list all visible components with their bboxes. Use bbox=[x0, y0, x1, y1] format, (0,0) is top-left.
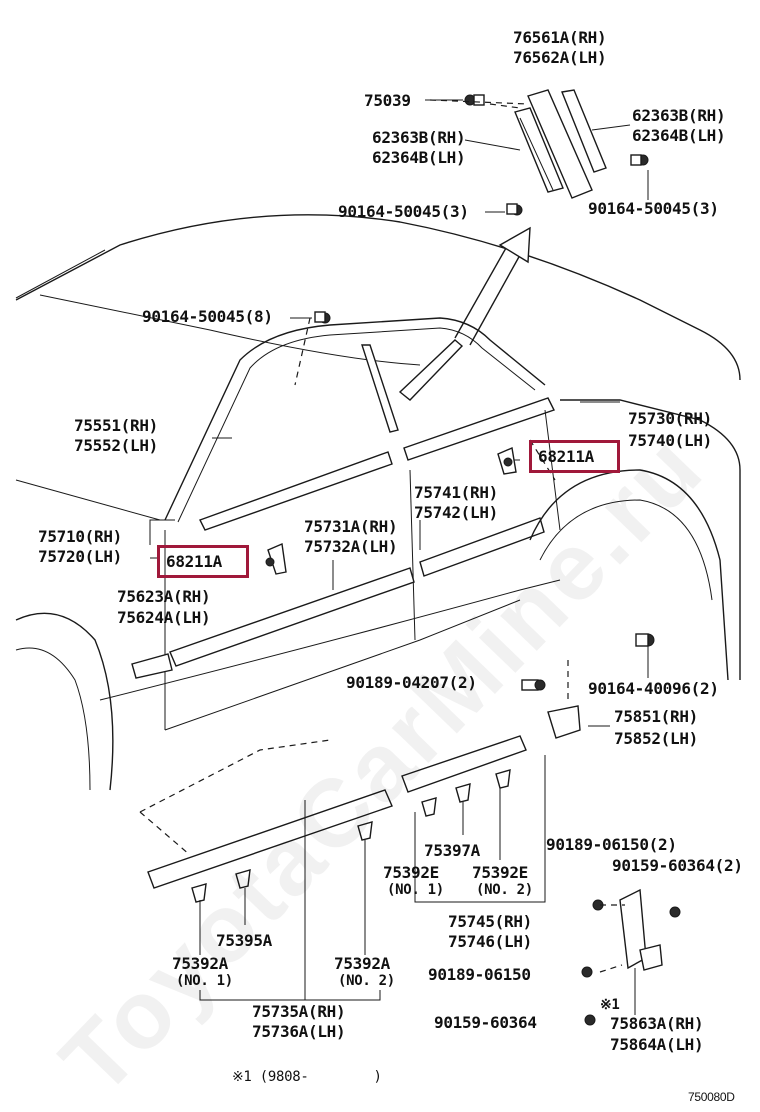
part-label-75731a: 75731A(RH) bbox=[304, 517, 398, 536]
part-label-75710: 75710(RH) bbox=[38, 527, 122, 546]
part-label-62363b-right: 62363B(RH) bbox=[632, 106, 726, 125]
part-label-90189-04207: 90189-04207(2) bbox=[346, 673, 477, 692]
part-label-68211a-left: 68211A bbox=[166, 552, 222, 571]
footnote-marker: ※1 bbox=[600, 997, 620, 1013]
part-label-75392a-no1-note: (NO. 1) bbox=[176, 973, 233, 989]
part-label-75852: 75852(LH) bbox=[614, 729, 698, 748]
part-label-75392e-no1: 75392E bbox=[383, 863, 439, 882]
part-label-75623a: 75623A(RH) bbox=[117, 587, 211, 606]
part-label-76561a: 76561A(RH) bbox=[513, 28, 607, 47]
part-label-90164-50045-right: 90164-50045(3) bbox=[588, 199, 719, 218]
part-label-75624a: 75624A(LH) bbox=[117, 608, 211, 627]
part-label-75741: 75741(RH) bbox=[414, 483, 498, 502]
highlight-box-68211a-right bbox=[529, 440, 620, 473]
part-label-75745: 75745(RH) bbox=[448, 912, 532, 931]
part-label-75730: 75730(RH) bbox=[628, 409, 712, 428]
part-label-75735a: 75735A(RH) bbox=[252, 1002, 346, 1021]
part-label-75039: 75039 bbox=[364, 91, 411, 110]
part-label-90189-06150: 90189-06150 bbox=[428, 965, 531, 984]
part-label-90159-60364: 90159-60364 bbox=[434, 1013, 537, 1032]
part-label-75392a-no2-note: (NO. 2) bbox=[338, 973, 395, 989]
part-label-90159-60364-2: 90159-60364(2) bbox=[612, 856, 743, 875]
part-label-62363b-left: 62363B(RH) bbox=[372, 128, 466, 147]
part-label-62364b-right: 62364B(LH) bbox=[632, 126, 726, 145]
part-label-75392e-no2: 75392E bbox=[472, 863, 528, 882]
part-label-90164-40096: 90164-40096(2) bbox=[588, 679, 719, 698]
part-label-75863a: 75863A(RH) bbox=[610, 1014, 704, 1033]
part-label-75552: 75552(LH) bbox=[74, 436, 158, 455]
footnote: ※1 (9808- ) bbox=[232, 1069, 382, 1085]
part-label-75392a-no1: 75392A bbox=[172, 954, 228, 973]
part-label-75740: 75740(LH) bbox=[628, 431, 712, 450]
part-label-75736a: 75736A(LH) bbox=[252, 1022, 346, 1041]
part-label-75397a: 75397A bbox=[424, 841, 480, 860]
part-label-75392e-no2-note: (NO. 2) bbox=[476, 882, 533, 898]
part-label-75395a: 75395A bbox=[216, 931, 272, 950]
part-label-68211a-right: 68211A bbox=[538, 447, 594, 466]
part-label-76562a: 76562A(LH) bbox=[513, 48, 607, 67]
part-label-62364b-left: 62364B(LH) bbox=[372, 148, 466, 167]
highlight-box-68211a-left bbox=[157, 545, 249, 578]
part-label-75551: 75551(RH) bbox=[74, 416, 158, 435]
part-label-75720: 75720(LH) bbox=[38, 547, 122, 566]
part-label-90164-50045-8: 90164-50045(8) bbox=[142, 307, 273, 326]
part-label-75742: 75742(LH) bbox=[414, 503, 498, 522]
part-label-75392e-no1-note: (NO. 1) bbox=[387, 882, 444, 898]
part-label-75864a: 75864A(LH) bbox=[610, 1035, 704, 1054]
part-label-75732a: 75732A(LH) bbox=[304, 537, 398, 556]
part-label-90164-50045-left: 90164-50045(3) bbox=[338, 202, 469, 221]
part-label-75392a-no2: 75392A bbox=[334, 954, 390, 973]
part-label-75851: 75851(RH) bbox=[614, 707, 698, 726]
diagram-code: 750080D bbox=[688, 1090, 735, 1104]
part-label-75746: 75746(LH) bbox=[448, 932, 532, 951]
part-label-90189-06150-2: 90189-06150(2) bbox=[546, 835, 677, 854]
